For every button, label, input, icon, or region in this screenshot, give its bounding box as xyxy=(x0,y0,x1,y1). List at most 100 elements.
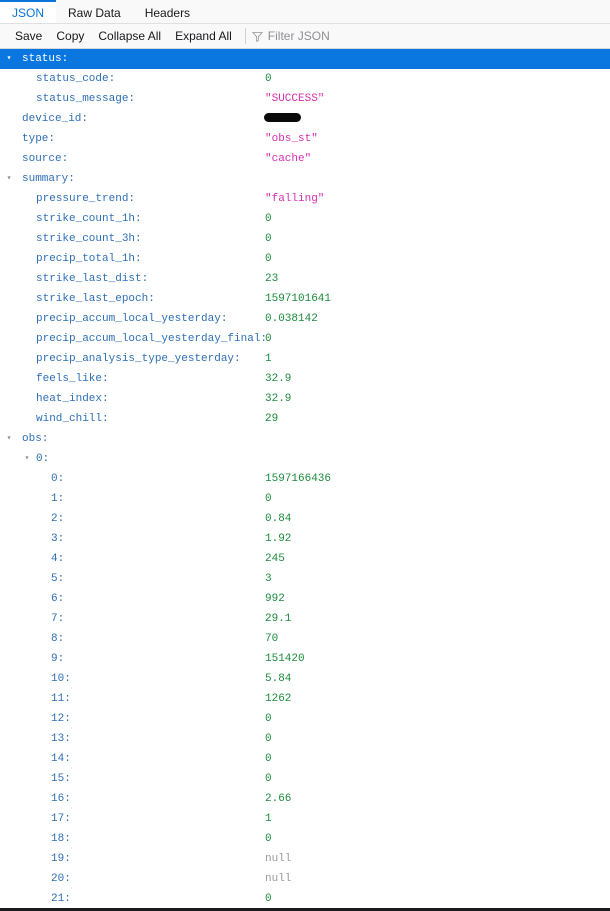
json-row[interactable]: 19: null xyxy=(0,849,610,869)
json-row[interactable]: precip_accum_local_yesterday:0.038142 xyxy=(0,309,610,329)
json-row[interactable]: 1:0 xyxy=(0,489,610,509)
json-value: 23 xyxy=(265,273,279,285)
json-row[interactable]: wind_chill:29 xyxy=(0,409,610,429)
expand-collapse-triangle-icon[interactable]: ▾ xyxy=(6,54,12,63)
json-value: 0 xyxy=(265,253,272,265)
json-value: 1597101641 xyxy=(265,293,332,305)
expand-collapse-triangle-icon[interactable]: ▾ xyxy=(6,434,12,443)
json-row[interactable]: heat_index:32.9 xyxy=(0,389,610,409)
tab-headers[interactable]: Headers xyxy=(144,5,191,20)
json-key: status: xyxy=(22,53,69,65)
json-row[interactable]: strike_count_3h:0 xyxy=(0,229,610,249)
json-row[interactable]: type:"obs_st" xyxy=(0,129,610,149)
json-key: 19: xyxy=(51,853,71,865)
json-key: strike_last_epoch: xyxy=(36,293,155,305)
json-value: 151420 xyxy=(265,653,305,665)
json-row[interactable]: strike_count_1h: 0 xyxy=(0,209,610,229)
json-key: precip_accum_local_yesterday_final: xyxy=(36,333,268,345)
json-row[interactable]: 5:3 xyxy=(0,569,610,589)
collapse-all-button[interactable]: Collapse All xyxy=(98,29,162,43)
json-row[interactable]: 10:5.84 xyxy=(0,669,610,689)
json-row[interactable]: source:"cache" xyxy=(0,149,610,169)
filter-json-input[interactable] xyxy=(267,29,528,43)
json-row[interactable]: 18:0 xyxy=(0,829,610,849)
json-row[interactable]: 21:0 xyxy=(0,889,610,909)
devtools-tab-bar: JSON Raw Data Headers xyxy=(0,0,610,24)
json-value: 0 xyxy=(265,713,272,725)
copy-button[interactable]: Copy xyxy=(56,29,85,43)
json-row[interactable]: 7:29.1 xyxy=(0,609,610,629)
json-row[interactable]: 14:0 xyxy=(0,749,610,769)
json-row[interactable]: ▾ 0: xyxy=(0,449,610,469)
expand-all-button[interactable]: Expand All xyxy=(175,29,232,43)
json-value: 1 xyxy=(265,813,272,825)
toolbar-divider xyxy=(244,28,246,44)
json-key: 0: xyxy=(36,453,50,465)
json-row[interactable]: ▾ status: xyxy=(0,49,610,69)
expand-collapse-triangle-icon[interactable]: ▾ xyxy=(6,174,12,183)
json-row[interactable]: status_code:0 xyxy=(0,69,610,89)
json-key: status_code: xyxy=(36,73,116,85)
json-row[interactable]: 0:1597166436 xyxy=(0,469,610,489)
json-row[interactable]: precip_total_1h:0 xyxy=(0,249,610,269)
json-key: 12: xyxy=(51,713,71,725)
json-row[interactable]: 17:1 xyxy=(0,809,610,829)
json-value: 29 xyxy=(265,413,279,425)
json-value: 0 xyxy=(265,833,272,845)
expand-collapse-triangle-icon[interactable]: ▾ xyxy=(24,454,30,463)
json-row[interactable]: pressure_trend:"falling" xyxy=(0,189,610,209)
json-key: 8: xyxy=(51,633,65,645)
json-key: 15: xyxy=(51,773,71,785)
json-key: obs: xyxy=(22,433,49,445)
json-row[interactable]: strike_last_dist: 23 xyxy=(0,269,610,289)
json-value: 5.84 xyxy=(265,673,292,685)
json-row[interactable]: precip_analysis_type_yesterday:1 xyxy=(0,349,610,369)
json-row[interactable]: ▾summary: xyxy=(0,169,610,189)
save-button[interactable]: Save xyxy=(15,29,43,43)
json-row[interactable]: 2:0.84 xyxy=(0,509,610,529)
json-row[interactable]: feels_like:32.9 xyxy=(0,369,610,389)
json-row[interactable]: 3: 1.92 xyxy=(0,529,610,549)
json-row[interactable]: status_message: "SUCCESS" xyxy=(0,89,610,109)
json-value: 0 xyxy=(265,333,272,345)
json-row[interactable]: 11:1262 xyxy=(0,689,610,709)
json-row[interactable]: device_id: xyxy=(0,109,610,129)
json-row[interactable]: 8:70 xyxy=(0,629,610,649)
filter-json-box[interactable] xyxy=(250,29,610,43)
json-key: 13: xyxy=(51,733,71,745)
json-key: status_message: xyxy=(36,93,136,105)
json-key: 2: xyxy=(51,513,65,525)
json-row[interactable]: 13: 0 xyxy=(0,729,610,749)
json-row[interactable]: 9: 151420 xyxy=(0,649,610,669)
json-value: 2.66 xyxy=(265,793,292,805)
json-key: 21: xyxy=(51,893,71,905)
json-key: 9: xyxy=(51,653,65,665)
json-value: 1.92 xyxy=(265,533,292,545)
json-key: precip_accum_local_yesterday: xyxy=(36,313,228,325)
json-value: 1 xyxy=(265,353,272,365)
json-key: strike_count_1h: xyxy=(36,213,142,225)
json-row[interactable]: 4:245 xyxy=(0,549,610,569)
tab-json[interactable]: JSON xyxy=(0,0,57,23)
json-row[interactable]: 15:0 xyxy=(0,769,610,789)
json-key: 3: xyxy=(51,533,65,545)
json-row[interactable]: strike_last_epoch: 1597101641 xyxy=(0,289,610,309)
json-row[interactable]: 6:992 xyxy=(0,589,610,609)
json-row[interactable]: 16:2.66 xyxy=(0,789,610,809)
json-value: "falling" xyxy=(265,193,325,205)
json-row[interactable]: 12: 0 xyxy=(0,709,610,729)
tab-raw-data[interactable]: Raw Data xyxy=(68,5,121,20)
json-value: 0 xyxy=(265,753,272,765)
json-key: type: xyxy=(22,133,56,145)
json-value: null xyxy=(265,853,292,865)
json-value: "SUCCESS" xyxy=(265,93,325,105)
json-key: 4: xyxy=(51,553,65,565)
json-row[interactable]: ▾ obs: xyxy=(0,429,610,449)
json-key: 6: xyxy=(51,593,65,605)
json-value: 0 xyxy=(265,213,272,225)
json-key: strike_last_dist: xyxy=(36,273,149,285)
json-row[interactable]: precip_accum_local_yesterday_final:0 xyxy=(0,329,610,349)
json-row[interactable]: 20:null xyxy=(0,869,610,889)
json-value: 0 xyxy=(265,733,272,745)
